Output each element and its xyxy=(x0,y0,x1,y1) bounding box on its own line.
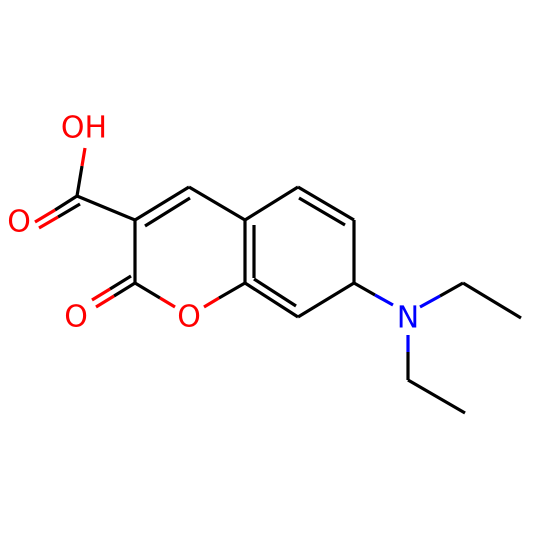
bond-c7-n xyxy=(353,281,376,297)
bond-ch2b-ch3b xyxy=(407,378,466,415)
diethylamino-group xyxy=(353,281,522,415)
ring-oxygen-label: O xyxy=(177,300,201,335)
acid-carbonyl-oxygen-label: O xyxy=(7,205,31,240)
bond-c8-c8a-inner xyxy=(253,277,297,308)
bond-c-o-double-b xyxy=(57,202,81,219)
bond-c2-o-double-b xyxy=(109,274,132,291)
bond-c3-c4-inner xyxy=(144,196,191,228)
benzene-ring xyxy=(243,185,356,319)
bond-c8-c8a xyxy=(244,281,299,319)
bond-c-oh-red xyxy=(80,147,87,167)
hydroxyl-label: OH xyxy=(61,111,107,146)
bond-c-o-double-b-red xyxy=(38,215,59,230)
bond-c5-c6 xyxy=(297,185,355,222)
bond-o1-c8a-red xyxy=(203,296,220,309)
bond-c2-o-double-a xyxy=(113,281,136,298)
bond-n-ch2a-blue xyxy=(419,294,441,309)
bond-c2-o1 xyxy=(134,281,161,300)
bond-o1-c8a xyxy=(218,281,246,300)
bond-ch2a-ch3a xyxy=(462,281,522,320)
bond-c7-n-blue xyxy=(374,293,394,307)
pyrone-ring xyxy=(91,185,246,309)
bond-c4a-c5 xyxy=(244,185,299,222)
bond-c-oh xyxy=(75,165,84,197)
bond-c2-o-double-a-red xyxy=(95,294,115,309)
amine-nitrogen-label: N xyxy=(397,301,419,336)
bond-c-o-double-a-red xyxy=(34,208,56,224)
bond-n-ch2a xyxy=(439,281,464,298)
bond-c2-o-double-b-red xyxy=(91,287,111,302)
bond-c2-o1-red xyxy=(159,296,176,309)
lactone-carbonyl-oxygen-label: O xyxy=(64,300,88,335)
bond-c5-c6-inner xyxy=(298,196,346,227)
bond-c7-c8 xyxy=(297,281,355,319)
bond-acid-c3 xyxy=(76,194,136,222)
bond-c4-c4a xyxy=(188,185,246,222)
bond-c-o-double-a xyxy=(54,194,78,212)
carboxylic-acid-group xyxy=(34,147,136,230)
bond-c3-c4 xyxy=(134,185,190,222)
